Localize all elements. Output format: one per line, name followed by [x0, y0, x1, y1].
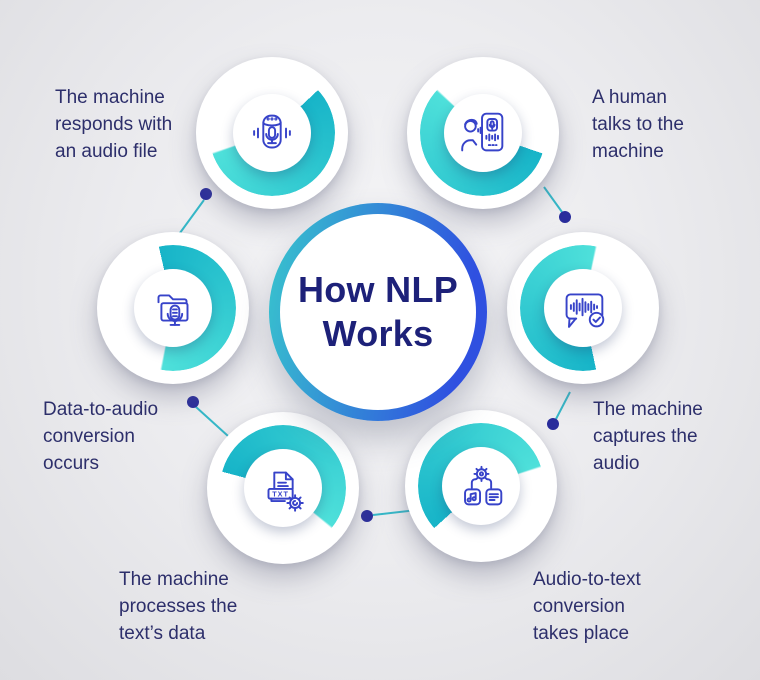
step-label-captures-audio: The machine captures the audio: [593, 396, 703, 477]
human-talks-phone-icon: [461, 112, 504, 152]
label-line: responds with: [55, 114, 173, 135]
node-icon-holder: TXT: [244, 449, 322, 527]
step-label-processes-text: The machine processes the text’s data: [119, 566, 237, 647]
step-node-processes-text: TXT: [207, 412, 359, 564]
step-node-audio-to-text: [405, 410, 557, 562]
step-label-human-talks: A human talks to the machine: [592, 84, 684, 165]
node-icon-holder: [134, 269, 212, 347]
node-icon-holder: [544, 269, 622, 347]
label-line: processes the: [119, 596, 238, 617]
txt-document-gear-icon: TXT: [267, 471, 304, 512]
step-node-human-talks: [407, 57, 559, 209]
folder-microphone-icon: [157, 294, 189, 326]
audio-to-text-gear-icon: [464, 465, 503, 506]
center-circle: How NLP Works: [280, 214, 476, 410]
node-icon-holder: [444, 94, 522, 172]
label-line: talks to the: [592, 114, 684, 135]
speech-bubble-wave-check-icon: [565, 293, 605, 328]
label-line: machine: [592, 141, 664, 162]
label-line: The machine: [55, 87, 165, 108]
label-line: text’s data: [119, 623, 206, 644]
connector-topleft-left: [176, 188, 212, 238]
step-label-audio-to-text: Audio-to-text conversion takes place: [533, 566, 641, 647]
diagram-title: How NLP Works: [298, 268, 458, 356]
connector-topright-right: [543, 186, 571, 223]
step-node-machine-responds: [196, 57, 348, 209]
title-line-1: How NLP: [297, 269, 459, 310]
label-line: captures the: [593, 426, 698, 447]
label-line: audio: [593, 453, 640, 474]
txt-label: TXT: [272, 490, 289, 499]
label-line: takes place: [533, 623, 630, 644]
label-line: conversion: [43, 426, 135, 447]
label-line: Audio-to-text: [533, 569, 641, 590]
smart-speaker-icon: [253, 114, 291, 149]
connector-left-bottomleft: [187, 396, 229, 437]
step-node-captures-audio: [507, 232, 659, 384]
title-line-2: Works: [322, 313, 434, 354]
label-line: The machine: [593, 399, 703, 420]
label-line: occurs: [43, 453, 99, 474]
label-line: an audio file: [55, 141, 158, 162]
step-label-data-to-audio: Data-to-audio conversion occurs: [43, 396, 158, 477]
center-ring: How NLP Works: [269, 203, 487, 421]
connector-right-bottomright: [547, 391, 571, 430]
label-line: Data-to-audio: [43, 399, 159, 420]
label-line: conversion: [533, 596, 625, 617]
label-line: A human: [592, 87, 667, 108]
node-icon-holder: [442, 447, 520, 525]
step-node-data-to-audio: [97, 232, 249, 384]
label-line: The machine: [119, 569, 229, 590]
step-label-machine-responds: The machine responds with an audio file: [55, 84, 172, 165]
node-icon-holder: [233, 94, 311, 172]
